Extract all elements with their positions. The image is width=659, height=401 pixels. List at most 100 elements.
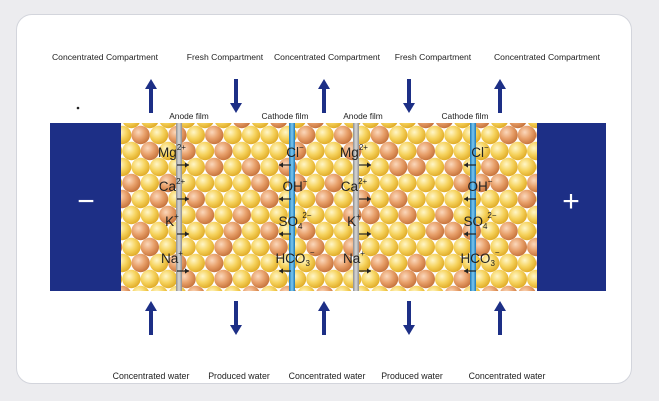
bead-yellow <box>453 237 472 257</box>
bead-orange <box>472 123 490 129</box>
bead-yellow <box>269 269 288 289</box>
bead-yellow <box>215 123 232 129</box>
bead-orange <box>140 237 159 257</box>
bead-yellow <box>315 125 334 145</box>
bead-orange <box>324 173 343 193</box>
bead-yellow <box>140 173 159 193</box>
bead-yellow <box>260 157 279 177</box>
bead-yellow <box>140 205 159 225</box>
bead-yellow <box>407 221 426 241</box>
bead-yellow <box>178 123 195 129</box>
bead-orange <box>187 285 205 291</box>
migration-arrow <box>464 162 476 168</box>
bead-yellow <box>297 253 316 273</box>
bead-yellow <box>195 173 215 193</box>
bead-yellow <box>232 269 251 289</box>
bead-yellow <box>333 157 353 177</box>
bead-orange <box>315 253 334 273</box>
bead-orange <box>195 205 215 225</box>
bead-yellow <box>490 237 509 257</box>
migration-arrow <box>359 196 371 202</box>
compartment-label: Fresh Compartment <box>187 52 264 62</box>
bead-yellow <box>214 173 233 193</box>
bead-orange <box>214 141 233 161</box>
bead-orange <box>131 125 150 145</box>
bead-yellow <box>527 269 537 289</box>
bead-yellow <box>536 163 537 171</box>
compartment-label: Concentrated Compartment <box>52 52 159 62</box>
bead-orange <box>315 189 334 209</box>
bead-orange <box>122 173 141 193</box>
bead-yellow <box>508 141 527 161</box>
bead-orange <box>214 237 233 257</box>
membranes <box>176 123 476 291</box>
bead-orange <box>307 123 324 129</box>
bead-yellow <box>186 253 205 273</box>
bead-yellow <box>232 141 251 161</box>
anion-label: SO42− <box>278 211 311 231</box>
bead-orange <box>297 221 316 241</box>
bead-orange <box>121 123 122 124</box>
bead-orange <box>398 205 417 225</box>
anode-membrane <box>176 123 182 291</box>
water-label: Produced water <box>208 371 270 381</box>
bead-yellow <box>333 221 353 241</box>
bead-yellow <box>399 123 416 129</box>
bead-yellow <box>490 205 509 225</box>
bead-orange <box>518 285 536 291</box>
bead-yellow <box>425 189 445 209</box>
bead-orange <box>407 253 426 273</box>
anion-label: SO42− <box>463 211 496 231</box>
bead-orange <box>131 253 150 273</box>
bead-yellow <box>121 253 132 273</box>
bead-yellow <box>232 173 251 193</box>
flow-arrow-up <box>145 79 157 113</box>
bead-orange <box>481 157 500 177</box>
bead-orange <box>186 189 205 209</box>
bead-yellow <box>361 237 380 257</box>
bead-orange <box>527 237 537 257</box>
bead-yellow <box>223 125 242 145</box>
bead-yellow <box>370 157 389 177</box>
bead-yellow <box>379 237 399 257</box>
cathode-membrane <box>289 123 295 291</box>
bead-yellow <box>444 253 463 273</box>
anion-label: Cl− <box>471 143 489 160</box>
bead-yellow <box>444 125 463 145</box>
bead-yellow <box>241 253 261 273</box>
cation-label: Ca2+ <box>341 177 368 194</box>
migration-arrow <box>464 268 476 274</box>
bead-orange <box>389 189 408 209</box>
bead-yellow <box>260 125 279 145</box>
membrane-label: Cathode film <box>261 111 308 121</box>
bead-yellow <box>325 123 343 129</box>
bead-yellow <box>186 125 205 145</box>
migration-arrow <box>464 231 476 237</box>
bead-yellow <box>380 123 398 129</box>
migration-arrow <box>359 162 371 168</box>
bead-yellow <box>324 237 343 257</box>
bead-yellow <box>389 221 408 241</box>
bead-yellow <box>241 125 261 145</box>
bead-yellow <box>241 221 261 241</box>
bead-orange <box>121 189 132 209</box>
bead-yellow <box>527 141 537 161</box>
bead-yellow <box>361 141 380 161</box>
bead-orange <box>407 157 426 177</box>
bead-yellow <box>416 237 435 257</box>
bead-yellow <box>398 141 417 161</box>
bead-yellow <box>324 205 343 225</box>
bead-yellow <box>159 269 178 289</box>
negative-sign: − <box>77 185 95 218</box>
bead-yellow <box>186 221 205 241</box>
bead-yellow <box>508 173 527 193</box>
ion-labels: Mg2+Ca2+K+Na+Mg2+Ca2+K+Na+Cl−OH−SO42−HCO… <box>158 143 500 274</box>
cathode-electrode <box>50 123 121 291</box>
bead-yellow <box>232 237 251 257</box>
bead-orange <box>232 205 251 225</box>
flow-arrow-up <box>494 79 506 113</box>
bead-yellow <box>306 173 325 193</box>
bead-yellow <box>121 178 123 188</box>
bead-orange <box>445 285 462 291</box>
flow-arrow-down <box>230 79 242 113</box>
